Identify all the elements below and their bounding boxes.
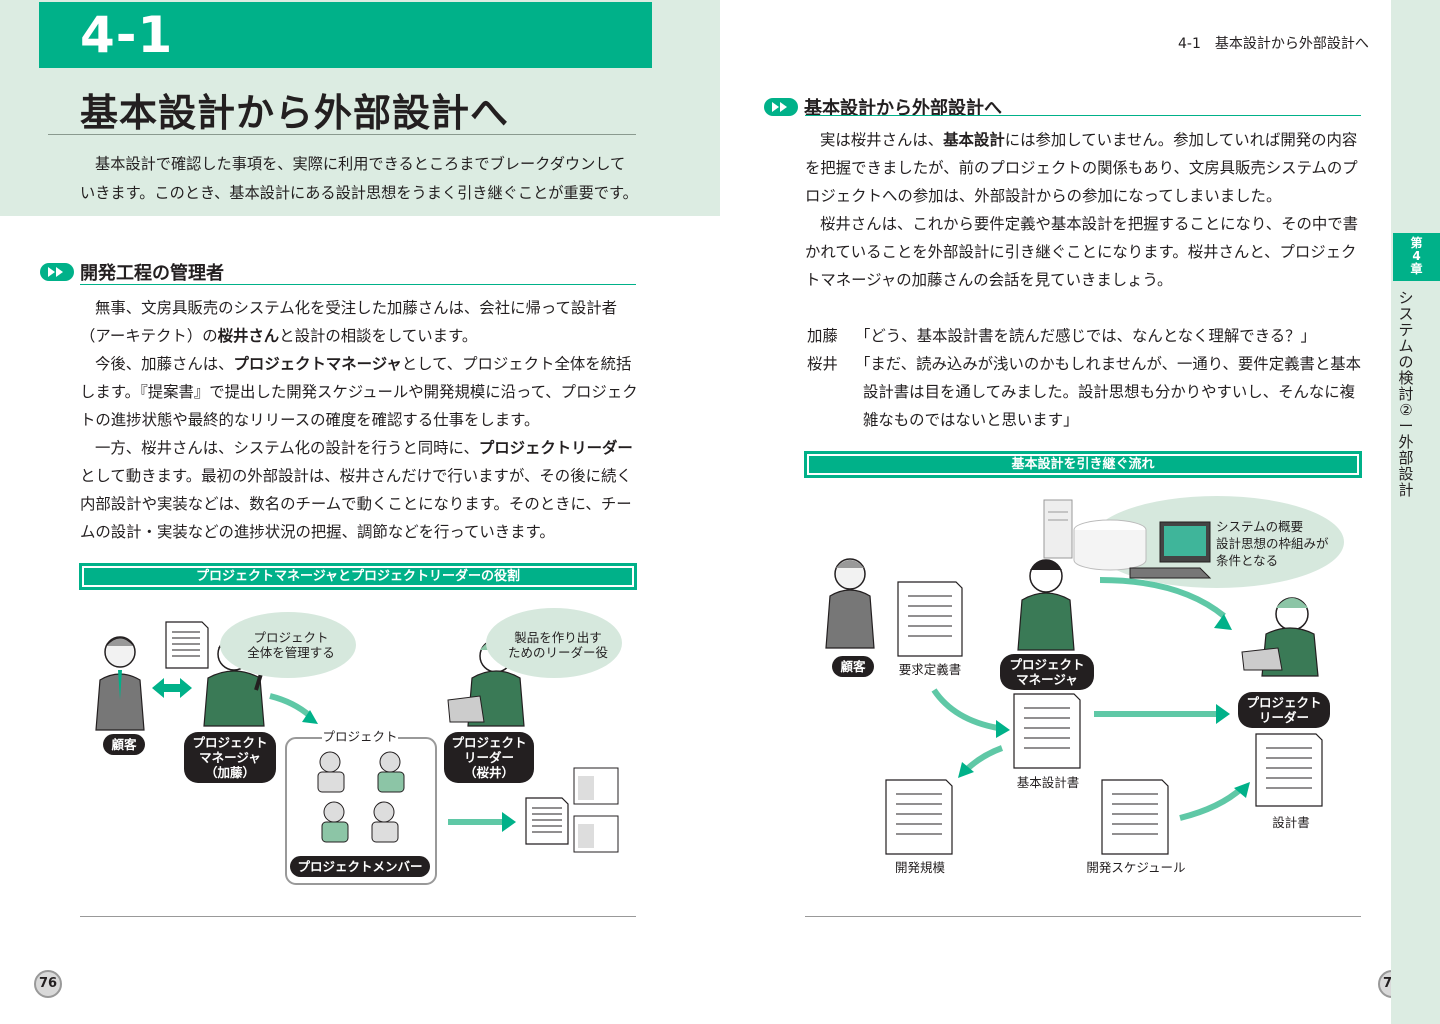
- bidirectional-arrow-icon: [152, 678, 192, 698]
- development-scale-document-icon: [885, 779, 953, 855]
- left-body-text: 無事、文房具販売のシステム化を受注した加藤さんは、会社に帰って設計者（アーキテク…: [80, 294, 638, 546]
- customer-person-icon: [825, 558, 875, 649]
- speaker-sakurai: 桜井: [807, 355, 838, 373]
- pl-label: プロジェクト リーダー: [1238, 692, 1330, 728]
- paragraph: 実は桜井さんは、基本設計には参加していません。参加していれば開発の内容を把握でき…: [805, 131, 1358, 205]
- left-page: 4-1 基本設計から外部設計へ 基本設計で確認した事項を、実際に利用できるところ…: [0, 0, 720, 998]
- running-head: 4-1 基本設計から外部設計へ: [1178, 36, 1369, 52]
- figure-title-flow: 基本設計を引き継ぐ流れ: [804, 451, 1362, 478]
- customer-label: 顧客: [103, 734, 145, 755]
- pm-label: プロジェクト マネージャ: [1000, 654, 1094, 690]
- flow-arrows: [931, 577, 1245, 821]
- curved-arrow-icon: [269, 693, 312, 719]
- chapter-title-vertical: システムの検討②ー外部設計: [1398, 289, 1414, 499]
- bottom-rule: [805, 916, 1361, 917]
- pm-label: プロジェクト マネージャ （加藤）: [184, 732, 276, 783]
- section-number-band: [39, 2, 652, 68]
- bubble-design-concept-text: システムの概要 設計思想の枠組みが 条件となる: [1216, 519, 1329, 568]
- project-manager-person-icon: [1017, 559, 1075, 651]
- figure-roles-graphics: [95, 621, 619, 885]
- pl-label: プロジェクト リーダー （桜井）: [444, 732, 534, 783]
- page-number-left: 76: [34, 970, 62, 998]
- title-rule: [48, 134, 636, 135]
- design-document-icon: [1255, 733, 1323, 807]
- section-number: 4-1: [80, 6, 174, 64]
- paragraph: 無事、文房具販売のシステム化を受注した加藤さんは、会社に帰って設計者（アーキテク…: [80, 299, 618, 345]
- dialog-line-kato: 「どう、基本設計書を読んだ感じでは、なんとなく理解できる？」: [855, 327, 1316, 345]
- chapter-tab-band: [1391, 0, 1440, 1024]
- customer-label: 顧客: [832, 656, 874, 677]
- project-leader-person-icon: [1241, 597, 1319, 677]
- double-arrow-icon: [764, 98, 798, 116]
- right-body-text: 実は桜井さんは、基本設計には参加していません。参加していれば開発の内容を把握でき…: [805, 126, 1363, 294]
- bubble-pm-text: プロジェクト 全体を管理する: [247, 630, 335, 660]
- paragraph: 今後、加藤さんは、プロジェクトマネージャとして、プロジェクト全体を統括します。『…: [80, 355, 638, 429]
- computer-icon: [1129, 521, 1212, 579]
- heading-text: 基本設計から外部設計へ: [804, 98, 1002, 119]
- heading-rule: [80, 284, 636, 285]
- double-arrow-icon: [40, 263, 74, 281]
- bubble-pl-text: 製品を作り出す ためのリーダー役: [507, 630, 608, 660]
- heading-dev-process-manager: 開発工程の管理者: [40, 259, 224, 285]
- section-title: 基本設計から外部設計へ: [80, 91, 510, 135]
- project-members-label: プロジェクトメンバー: [290, 856, 430, 877]
- bottom-rule: [80, 916, 636, 917]
- document-icon: [165, 621, 209, 669]
- database-icon: [1073, 519, 1147, 571]
- heading-rule: [805, 115, 1361, 116]
- bubble-pl: [486, 608, 622, 678]
- chapter-tab: 第 4 章: [1393, 233, 1440, 281]
- project-label: プロジェクト: [322, 729, 398, 744]
- output-documents-icon: [525, 767, 619, 853]
- section-intro: 基本設計で確認した事項を、実際に利用できるところまでブレークダウンしていきます。…: [80, 155, 638, 202]
- dialog: 加藤 「どう、基本設計書を読んだ感じでは、なんとなく理解できる？」 桜井 「まだ…: [807, 322, 1365, 432]
- development-schedule-document-icon: [1101, 779, 1169, 855]
- paragraph: 桜井さんは、これから要件定義や基本設計を把握することになり、その中で書かれている…: [805, 215, 1359, 289]
- paragraph: 一方、桜井さんは、システム化の設計を行うと同時に、プロジェクトリーダーとして動き…: [80, 439, 633, 541]
- heading-text: 開発工程の管理者: [80, 263, 224, 284]
- requirements-label: 要求定義書: [898, 662, 962, 677]
- schedule-label: 開発スケジュール: [1086, 860, 1186, 875]
- requirements-document-icon: [897, 581, 963, 657]
- project-members-icon: [317, 751, 405, 843]
- design-doc-label: 設計書: [1272, 815, 1310, 830]
- dialog-line-sakurai: 「まだ、読み込みが浅いのかもしれませんが、一通り、要件定義書と基本設計書は目を通…: [855, 355, 1362, 429]
- speaker-kato: 加藤: [807, 327, 838, 345]
- basic-design-document-icon: [1013, 693, 1081, 769]
- heading-basic-to-external: 基本設計から外部設計へ: [764, 94, 1002, 120]
- bubble-pm: [220, 612, 356, 678]
- server-icon: [1043, 499, 1073, 559]
- scale-label: 開発規模: [894, 860, 945, 875]
- basic-design-label: 基本設計書: [1016, 775, 1080, 790]
- customer-person-icon: [95, 636, 145, 731]
- figure-title-roles: プロジェクトマネージャとプロジェクトリーダーの役割: [79, 563, 637, 590]
